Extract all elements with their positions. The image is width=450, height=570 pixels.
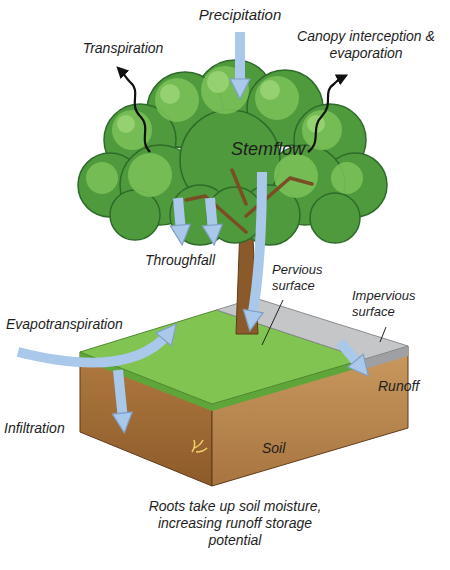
- runoff-label-box: Runoff: [378, 378, 444, 395]
- leader-line: [380, 327, 386, 342]
- stemflow-label: Stemflow: [222, 139, 314, 161]
- soil-label-box: Soil: [262, 440, 312, 457]
- throughfall-label-box: Throughfall: [135, 252, 225, 269]
- canopy-highlight: [117, 71, 325, 133]
- surface-label-box: Impervious surface: [352, 288, 444, 319]
- throughfall-label: Throughfall: [135, 252, 225, 269]
- throughfall-arrow: [178, 198, 181, 232]
- stemflow-arrow: [252, 172, 262, 318]
- precipitation-label-box: Precipitation: [180, 6, 300, 24]
- tree-branches: [186, 170, 312, 232]
- evapotranspiration-arrow: [18, 334, 168, 363]
- interception-label-box: Canopy interception & evaporation: [288, 28, 444, 62]
- runoff-arrow: [340, 342, 360, 366]
- evaporation-arrow: [308, 78, 341, 152]
- runoff-label: Runoff: [378, 378, 444, 395]
- roots: [192, 440, 207, 452]
- interception-label: Canopy interception & evaporation: [288, 28, 444, 62]
- tree: [78, 60, 387, 334]
- evapotranspiration-label-box: Evapotranspiration: [6, 316, 146, 333]
- note-label-box: Roots take up soil moisture, increasing …: [130, 498, 340, 548]
- surface-label-box: Pervious surface: [272, 262, 352, 293]
- infiltration-label: Infiltration: [4, 420, 84, 437]
- surface-label: Impervious surface: [352, 288, 444, 319]
- transpiration-label: Transpiration: [68, 40, 178, 57]
- transpiration-arrow: [122, 72, 150, 152]
- infiltration-arrow: [118, 370, 123, 420]
- evapotranspiration-label: Evapotranspiration: [6, 316, 146, 333]
- flow-arrows: [18, 32, 360, 420]
- tree-canopy: [78, 60, 387, 245]
- precipitation-label: Precipitation: [180, 6, 300, 24]
- note-label: Roots take up soil moisture, increasing …: [130, 498, 340, 548]
- surface-label: Pervious surface: [272, 262, 352, 293]
- transpiration-label-box: Transpiration: [68, 40, 178, 57]
- stemflow-label-box: Stemflow: [222, 139, 314, 161]
- infiltration-label-box: Infiltration: [4, 420, 84, 437]
- throughfall-arrow: [210, 198, 213, 232]
- canopy-highlight: [86, 66, 363, 198]
- soil-label: Soil: [262, 440, 312, 457]
- leader-line: [262, 300, 283, 345]
- precipitation-arrow: [235, 32, 245, 86]
